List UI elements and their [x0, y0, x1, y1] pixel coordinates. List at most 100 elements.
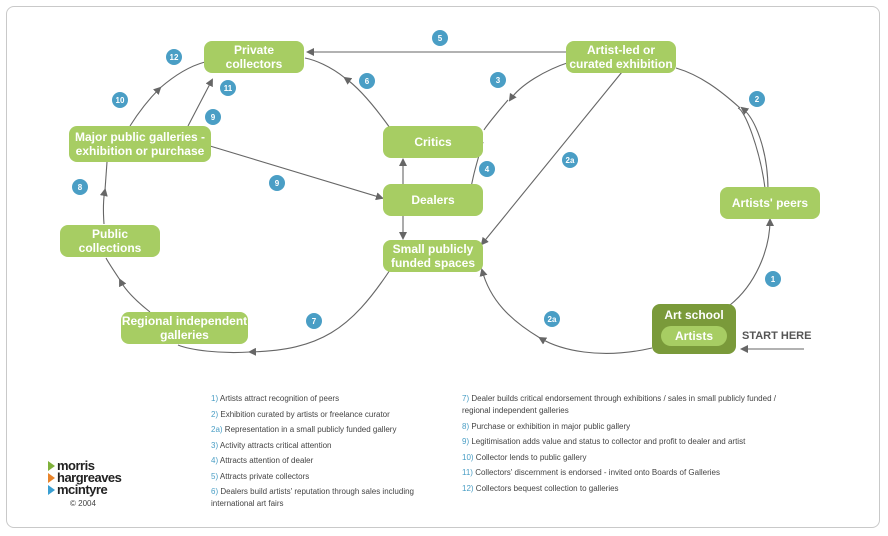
- arrow-3b: [483, 99, 509, 131]
- badge-7: 7: [306, 313, 322, 329]
- node-regional-independent-galleries: Regional independent galleries: [121, 312, 248, 344]
- badge-12: 12: [166, 49, 182, 65]
- badge-label: 12: [169, 52, 179, 62]
- legend-item: 4) Attracts attention of dealer: [211, 455, 436, 467]
- badge-label: 7: [311, 316, 317, 326]
- node-public-collections: Public collections: [60, 225, 160, 257]
- copyright: © 2004: [70, 499, 96, 508]
- logo-text: mcintyre: [57, 482, 108, 497]
- legend-text: Dealers build artists' reputation throug…: [211, 487, 414, 508]
- legend-text: Attracts attention of dealer: [219, 456, 314, 465]
- arrow-6: [343, 76, 391, 129]
- triangle-icon: [48, 461, 55, 471]
- node-label: Critics: [414, 135, 452, 149]
- badge-11: 11: [220, 80, 236, 96]
- badge-3: 3: [490, 72, 506, 88]
- legend-number: 8): [462, 421, 470, 431]
- node-label-line1: Artist-led or: [586, 43, 655, 57]
- badge-label: 2: [754, 94, 760, 104]
- arrow-8: [99, 188, 108, 225]
- badge-10: 10: [112, 92, 128, 108]
- logo-line-morris: morris: [48, 458, 121, 473]
- node-label: Public collections: [78, 227, 142, 255]
- legend-text: Exhibition curated by artists or freelan…: [220, 409, 390, 419]
- node-private-collectors: Private collectors: [204, 41, 304, 73]
- badge-9-left: 9: [205, 109, 221, 125]
- start-here-label: START HERE: [742, 330, 811, 342]
- badge-label: 9: [210, 112, 216, 122]
- legend-item: 2a) Representation in a small publicly f…: [211, 424, 436, 436]
- arrow-2a-bottom: [538, 336, 653, 354]
- legend-item: 10) Collector lends to public gallery: [462, 452, 782, 464]
- legend-item: 11) Collectors' discernment is endorsed …: [462, 467, 782, 479]
- legend-item: 12) Collectors bequest collection to gal…: [462, 483, 782, 495]
- start-here-arrow: [740, 345, 804, 353]
- badge-2: 2: [749, 91, 765, 107]
- arrow-9-center: [209, 145, 384, 201]
- node-art-school: Art school Artists: [652, 304, 736, 354]
- node-artists-peers: Artists' peers: [720, 187, 820, 219]
- legend-number: 6): [211, 487, 219, 496]
- legend-text: Representation in a small publicly funde…: [224, 425, 397, 434]
- badge-5: 5: [432, 30, 448, 46]
- badge-1: 1: [765, 271, 781, 287]
- arrow-9-left: [187, 78, 213, 127]
- legend-number: 2): [211, 409, 219, 419]
- badge-label: 2a: [547, 314, 557, 324]
- arrow-7b: [177, 344, 251, 354]
- badge-2a-lower: 2a: [544, 311, 560, 327]
- node-label: Art school: [664, 308, 724, 322]
- diagram-frame: [6, 6, 880, 528]
- badge-2a-upper: 2a: [562, 152, 578, 168]
- legend-text: Dealer builds critical endorsement throu…: [462, 394, 776, 415]
- logo-text: morris: [57, 458, 95, 473]
- legend-text: Collectors bequest collection to galleri…: [475, 483, 619, 493]
- node-major-public-galleries: Major public galleries - exhibition or p…: [69, 126, 211, 162]
- badge-label: 10: [115, 95, 125, 105]
- arrow-10: [129, 86, 162, 127]
- legend-text: Attracts private collectors: [219, 471, 310, 481]
- legend-number: 3): [211, 440, 219, 450]
- legend-left: 1) Artists attract recognition of peers …: [211, 393, 436, 514]
- node-label-line2: funded spaces: [390, 256, 476, 270]
- badge-label: 4: [484, 164, 490, 174]
- legend-number: 5): [211, 471, 219, 481]
- node-label: Artists: [674, 329, 713, 343]
- legend-text: Legitimisation adds value and status to …: [471, 437, 746, 446]
- logo-line-mcintyre: mcintyre: [48, 482, 121, 497]
- legend-number: 9): [462, 437, 470, 446]
- legend-item: 6) Dealers build artists' reputation thr…: [211, 486, 436, 510]
- arrow-2b: [740, 106, 769, 191]
- node-label: Dealers: [411, 193, 455, 207]
- arrow-2a-diag: [480, 71, 623, 246]
- legend-number: 7): [462, 394, 470, 403]
- node-artists: Artists: [661, 326, 727, 346]
- legend-item: 7) Dealer builds critical endorsement th…: [462, 393, 782, 417]
- node-label-line2: exhibition or purchase: [75, 144, 205, 158]
- legend-text: Purchase or exhibition in major public g…: [471, 421, 631, 431]
- arrow-1: [729, 218, 774, 306]
- legend-number: 1): [211, 394, 219, 403]
- legend-item: 1) Artists attract recognition of peers: [211, 393, 436, 405]
- node-label-line1: Major public galleries -: [74, 130, 206, 144]
- badge-label: 1: [770, 274, 776, 284]
- arrow-6b: [304, 57, 346, 79]
- node-critics: Critics: [383, 126, 483, 158]
- node-label: Private collectors: [225, 43, 283, 71]
- node-dealers: Dealers: [383, 184, 483, 216]
- badge-label: 6: [364, 76, 370, 86]
- legend-item: 9) Legitimisation adds value and status …: [462, 436, 782, 448]
- legend-text: Collectors' discernment is endorsed - in…: [475, 468, 720, 477]
- badge-9-center: 9: [269, 175, 285, 191]
- node-artist-led-exhibition: Artist-led or curated exhibition: [566, 41, 676, 73]
- mhm-logo: morris hargreaves mcintyre © 2004: [48, 458, 122, 508]
- node-label-line1: Regional independent: [121, 314, 248, 328]
- badge-label: 2a: [565, 155, 575, 165]
- arrow-regional-public: [119, 278, 151, 313]
- badge-label: 11: [223, 83, 233, 93]
- arrow-7: [248, 269, 391, 356]
- node-label: Artists' peers: [731, 196, 809, 210]
- legend-item: 8) Purchase or exhibition in major publi…: [462, 421, 782, 433]
- arrow-regional-public-b: [105, 257, 121, 281]
